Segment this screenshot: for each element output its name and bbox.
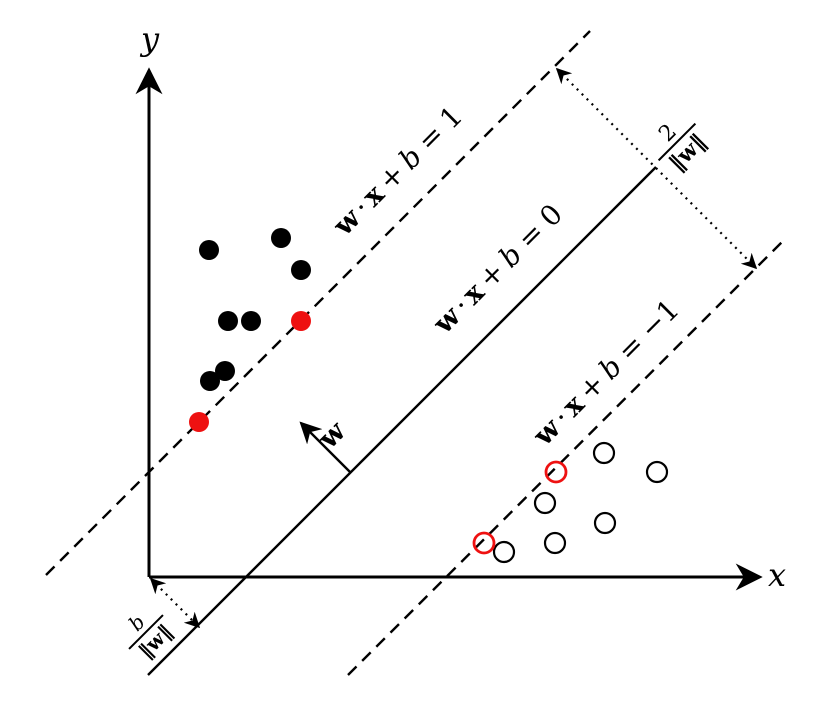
positive-point <box>291 260 311 280</box>
negative-point <box>492 540 516 564</box>
positive-point <box>271 228 291 248</box>
negative-point <box>592 441 616 465</box>
normal-vector-label: w <box>311 414 353 456</box>
negative-point <box>645 460 669 484</box>
negative-point <box>533 491 557 515</box>
positive-point <box>200 371 220 391</box>
margin-width-fraction: 2 ‖w‖ <box>654 119 711 176</box>
x-axis-label: x <box>768 556 786 594</box>
positive-point <box>215 361 235 381</box>
lower-margin-equation: w·x+b=−1 <box>526 293 686 453</box>
positive-class-points <box>189 228 311 432</box>
decision-equation: w·x+b=0 <box>426 198 569 341</box>
negative-point <box>543 531 567 555</box>
positive-support-vector <box>291 311 311 331</box>
negative-support-vector <box>472 531 496 555</box>
positive-point <box>218 311 238 331</box>
offset-fraction: b ‖w‖ <box>124 610 177 663</box>
upper-margin-equation: w·x+b=1 <box>326 100 469 243</box>
margin-width-arrow <box>555 67 758 270</box>
positive-point <box>199 240 219 260</box>
lower-margin-line <box>347 239 785 676</box>
negative-point <box>593 511 617 535</box>
offset-arrow <box>149 577 201 629</box>
negative-support-vector <box>544 460 568 484</box>
positive-support-vector <box>189 412 209 432</box>
y-axis-label: y <box>139 20 160 58</box>
upper-margin-line <box>45 30 591 576</box>
normal-vector-arrow <box>299 421 351 473</box>
negative-class-points <box>472 441 669 564</box>
positive-point <box>241 311 261 331</box>
